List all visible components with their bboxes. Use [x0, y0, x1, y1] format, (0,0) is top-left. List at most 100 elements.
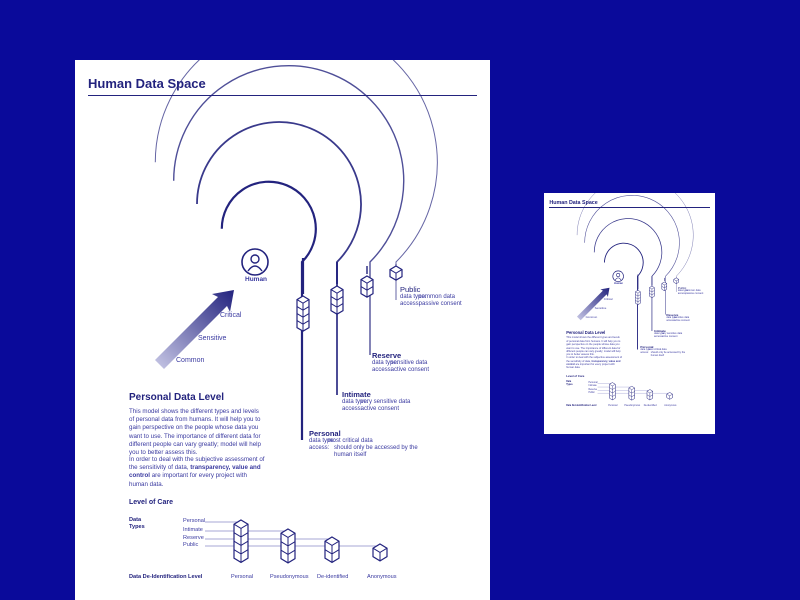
- care-cube-stack-icon-segment: [280, 549, 296, 563]
- arrow-label-common: Common: [585, 315, 598, 320]
- care-cube-stack-icon-segment: [233, 540, 249, 554]
- care-cube-stack-icon-segment: [628, 387, 635, 394]
- care-cube-stack-icon-segment: [280, 541, 296, 555]
- level-name: Personal: [640, 345, 654, 350]
- ring-arc-2: [584, 195, 680, 315]
- care-cube-stack-icon-segment: [233, 523, 249, 537]
- cube-stack-icon-segment: [330, 303, 344, 315]
- key: data type:: [342, 399, 369, 405]
- value: sensitive data: [674, 315, 690, 319]
- poster-page: Human Data Space Human Critical Sensitiv…: [75, 60, 490, 600]
- type-intimate: Intimate: [588, 385, 597, 388]
- value: passive consent: [685, 291, 704, 295]
- level-name: Reserve: [372, 351, 402, 360]
- care-cube-stack-icon-segment: [609, 394, 616, 400]
- level-reserve: Reserve data type: sensitive data access…: [372, 351, 429, 374]
- value: should only be accessed by the human its…: [334, 445, 418, 458]
- level-reserve: Reserve data type: sensitive data access…: [666, 313, 689, 323]
- level-personal: Personal data type: most critical data a…: [309, 429, 419, 459]
- text: are important for every project with hum…: [566, 362, 615, 370]
- cube-stack-icon-segment: [661, 286, 667, 291]
- ring-arc-2: [173, 65, 405, 355]
- key: access:: [372, 367, 393, 373]
- deid-personal: Personal: [608, 404, 618, 407]
- key: access:: [640, 350, 649, 354]
- key: data type:: [309, 438, 336, 444]
- key: data type:: [677, 288, 689, 292]
- value: most critical data: [327, 438, 373, 444]
- type-public: Public: [183, 542, 199, 548]
- key: data type:: [640, 348, 652, 352]
- care-cube-stack-icon-segment: [324, 540, 340, 554]
- personal-data-level-heading: Personal Data Level: [566, 329, 606, 335]
- level-intimate: Intimate data type: very sensitive data …: [654, 329, 682, 339]
- deid-deidentified: De-identified: [643, 404, 657, 407]
- deid-anonymous: Anonymous: [664, 404, 677, 407]
- key: access:: [666, 318, 675, 322]
- cube-stack-icon-segment: [360, 279, 374, 291]
- page-title: Human Data Space: [549, 199, 598, 206]
- deid-pseudonymous: Pseudonymous: [624, 404, 641, 407]
- key: data type:: [400, 294, 427, 300]
- data-types-label: Data Types: [129, 517, 145, 530]
- person-icon-body: [247, 265, 263, 272]
- deid-anonymous: Anonymous: [367, 574, 397, 580]
- level-personal: Personal data type: most critical data a…: [640, 345, 685, 358]
- care-cube-stack-icon-segment: [324, 549, 340, 563]
- level-name: Reserve: [666, 312, 679, 317]
- cube-stack-icon-segment: [635, 300, 641, 305]
- ring-arc-1: [196, 121, 362, 395]
- care-cube-stack-icon-segment: [646, 394, 653, 400]
- type-reserve: Reserve: [183, 535, 204, 541]
- arrow-label-sensitive: Sensitive: [594, 306, 607, 311]
- cube-stack-icon-segment: [673, 279, 679, 284]
- value: active consent: [390, 367, 430, 373]
- person-icon: [612, 270, 624, 282]
- person-icon: [241, 248, 269, 276]
- care-cube-stack-icon-segment: [646, 391, 653, 397]
- value: very sensitive data: [360, 399, 411, 405]
- key: access:: [677, 291, 687, 295]
- person-icon-head: [250, 254, 260, 264]
- bold-text: transparency, value and control: [129, 464, 261, 480]
- data-space-diagram: [154, 60, 438, 564]
- level-of-care-heading: Level of Care: [566, 373, 585, 378]
- personal-data-level-heading: Personal Data Level: [129, 392, 225, 403]
- level-public: Public data type: common data access: pa…: [400, 285, 462, 308]
- level-name: Public: [400, 285, 421, 294]
- deid-personal: Personal: [231, 574, 254, 580]
- gradient-arrow: [155, 290, 234, 369]
- human-label: Human: [614, 281, 624, 285]
- value: active consent: [360, 406, 400, 412]
- cube-stack-icon-segment: [360, 286, 374, 298]
- cube-stack-icon-segment: [661, 283, 667, 288]
- level-intimate: Intimate data type: very sensitive data …: [342, 390, 410, 413]
- text: In order to deal with the subjective ass…: [566, 356, 623, 363]
- deid-label: Data De-Identification Level: [129, 574, 203, 580]
- type-personal: Personal: [588, 381, 598, 384]
- key: access:: [400, 301, 421, 307]
- key: data type:: [654, 331, 665, 335]
- ring-arc-0: [604, 242, 644, 350]
- care-cube-stack-icon-segment: [609, 387, 616, 393]
- type-personal: Personal: [183, 518, 206, 524]
- care-cube-stack-icon-segment: [666, 393, 673, 400]
- deid-label: Data De-Identification Level: [566, 404, 597, 407]
- poster-thumbnail: Human Data Space Human Critical Sensitiv…: [544, 193, 715, 434]
- ring-arc-3: [576, 193, 694, 292]
- ring-arc-3: [154, 60, 438, 300]
- cube-stack-icon-segment: [296, 320, 310, 332]
- type-public: Public: [588, 391, 595, 394]
- key: access:: [654, 334, 663, 338]
- value: passive consent: [418, 301, 462, 307]
- value: active consent: [661, 334, 678, 338]
- care-cube-stack-icon-segment: [609, 391, 616, 397]
- level-of-care-heading: Level of Care: [129, 499, 173, 506]
- data-types-label: Data Types: [566, 381, 573, 387]
- transparency-paragraph: In order to deal with the subjective ass…: [566, 356, 622, 370]
- intro-paragraph: This model shows the different types and…: [566, 336, 621, 357]
- arrow-label-critical: Critical: [220, 312, 242, 319]
- ring-arc-0: [220, 180, 317, 440]
- care-cube-stack-icon-segment: [280, 532, 296, 546]
- value: active consent: [674, 318, 690, 322]
